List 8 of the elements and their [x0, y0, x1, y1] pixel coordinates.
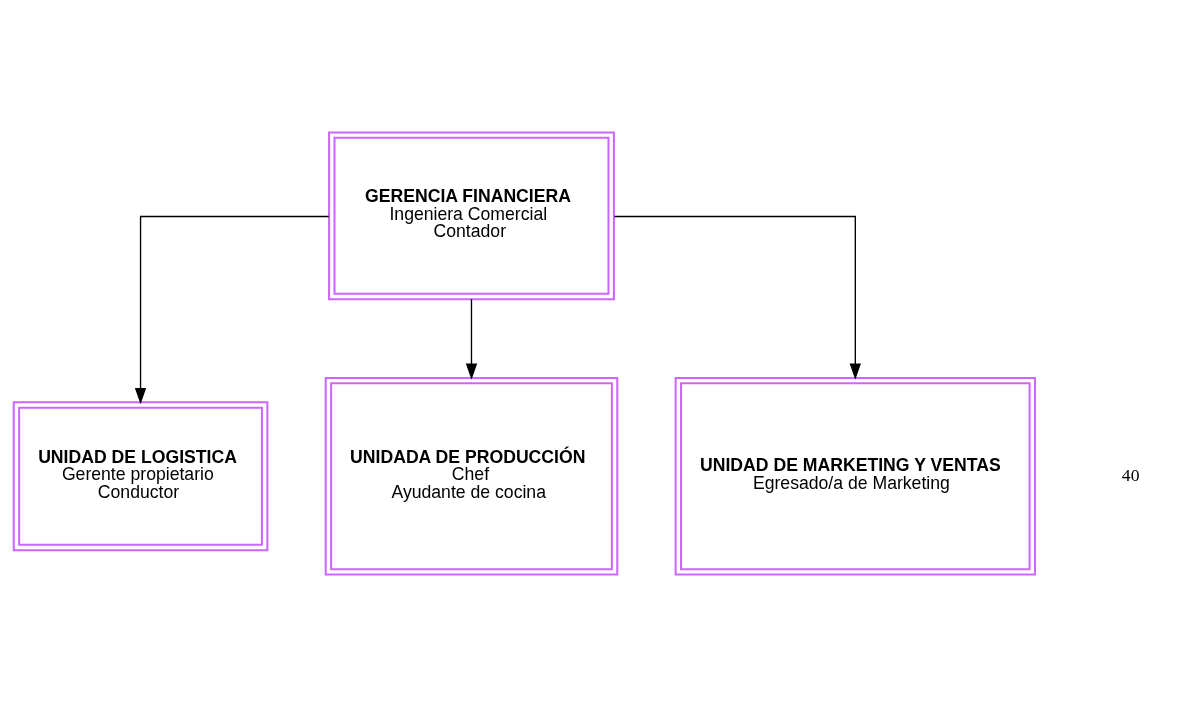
node-box: UNIDAD DE LOGISTICA Gerente propietario Conductor: [12, 400, 269, 551]
arrow: [134, 215, 330, 404]
node-box: UNIDADA DE PRODUCCIÓN Chef Ayudante de cocina: [324, 376, 619, 576]
arrow: [613, 215, 861, 380]
node-box: GERENCIA FINANCIERA Ingeniera Comercial Contador: [328, 130, 615, 300]
arrow: [465, 298, 478, 380]
node-box: UNIDAD DE MARKETING Y VENTAS Egresado/a de Marketing: [674, 376, 1037, 576]
label: 40: [1121, 464, 1140, 485]
